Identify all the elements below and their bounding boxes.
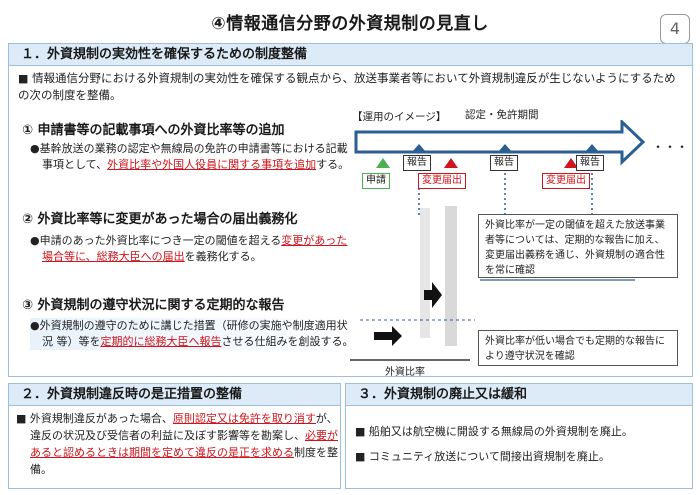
report-tick-1 <box>412 144 426 152</box>
section2-text-red2: 必要があると認めるときは期間を定めて違反の是正を求める <box>30 429 338 459</box>
section3-box: ３．外資規制の廃止又は緩和 <box>345 383 693 489</box>
item3-text: ●外資規制の遵守のために講じた措置（研修の実施や制度適用状況 等）等を定期的に総… <box>30 318 357 350</box>
square-bullet-icon: ■ <box>355 450 366 463</box>
section2-box: ２．外資規制違反時の是正措置の整備 <box>8 383 341 489</box>
note-box-1: 外資比率が一定の閾値を超えた放送事業者等については、定期的な報告に加え、変更届出… <box>478 214 678 278</box>
item2-text-red: 変更があった場合等に、総務大臣への届出 <box>42 234 348 263</box>
item3-text-red: 定期的に総務大臣へ報告 <box>100 335 222 348</box>
section2-text-red1: 原則認定又は免許を取り消す <box>172 412 316 425</box>
section1-intro-text: 情報通信分野における外資規制の実効性を確保する観点から、放送事業者等において外資… <box>18 71 676 102</box>
section3-item-2: ■ コミュニティ放送について間接出資規制を廃止。 <box>355 449 685 465</box>
item2-text-b: を義務化する。 <box>184 250 262 263</box>
item3-heading: ③ 外資規制の遵守状況に関する定期的な報告 <box>22 298 285 313</box>
square-bullet-icon: ■ <box>16 412 27 425</box>
dot-bullet-icon: ● <box>30 142 40 155</box>
section3-item-2-text: コミュニティ放送について間接出資規制を廃止。 <box>368 450 610 463</box>
section3-heading: ３．外資規制の廃止又は緩和 <box>346 384 692 406</box>
item2-heading: ② 外資比率等に変更があった場合の届出義務化 <box>22 212 298 227</box>
note-box-2: 外資比率が低い場合でも定期的な報告により遵守状況を確認 <box>478 330 678 366</box>
report-label-1: 報告 <box>403 155 431 171</box>
ratio-bar-1 <box>420 208 430 338</box>
item1-text: ●基幹放送の業務の認定や無線局の免許の申請書等における記載事項として、外資比率や… <box>30 141 357 173</box>
page-number: 4 <box>660 14 690 44</box>
section2-heading: ２．外資規制違反時の是正措置の整備 <box>9 384 340 406</box>
dot-bullet-icon: ● <box>30 234 40 247</box>
square-bullet-icon: ■ <box>18 72 29 85</box>
section2-text-a: 外資規制違反があった場合、 <box>29 412 173 425</box>
change-report-label-1: 変更届出 <box>418 173 466 189</box>
section2-text: ■ 外資規制違反があった場合、原則認定又は免許を取り消すが、違反の状況及び受信者… <box>16 410 346 478</box>
item1-text-red: 外資比率や外国人役員に関する事項を追加 <box>107 158 317 171</box>
item3-text-a: 外資規制の遵守のために講じた措置（研修の実施や制度適用状況 等）等を <box>39 319 348 348</box>
dot-bullet-icon: ● <box>30 319 40 332</box>
ratio-bar-2 <box>445 206 457 346</box>
report-tick-3 <box>585 144 599 152</box>
diagram-period-label: 認定・免許期間 <box>465 109 539 121</box>
diagram-ellipsis: ・・・ <box>652 140 689 154</box>
period-arrow <box>354 120 646 166</box>
section1-intro: ■ 情報通信分野における外資規制の実効性を確保する観点から、放送事業者等において… <box>18 70 683 104</box>
report-label-3: 報告 <box>576 155 604 171</box>
item3-text-b: させる仕組みを創設する。 <box>221 335 354 348</box>
diagram-image-label: 【運用のイメージ】 <box>352 111 447 123</box>
green-triangle-icon <box>376 158 390 168</box>
item2-text-a: 申請のあった外資比率につき一定の閾値を超える <box>39 234 282 247</box>
item1-text-a: 基幹放送の業務の認定や無線局の免許の申請書等における記載事項として、 <box>39 142 348 171</box>
ratio-label: 外資比率 <box>385 367 425 378</box>
ratio-arrow-upper <box>424 282 442 308</box>
ratio-arrow-lower <box>374 326 402 346</box>
red-triangle-icon-1 <box>444 158 458 168</box>
page-title: ④情報通信分野の外資規制の見直し <box>211 14 489 34</box>
item2-text: ●申請のあった外資比率につき一定の閾値を超える変更があった場合等に、総務大臣への… <box>30 233 357 265</box>
report-tick-2 <box>498 144 512 152</box>
section2-text-b: が、違反の状況及び受信者の利益に及ぼす影響等を勘案し、 <box>30 412 338 442</box>
square-bullet-icon: ■ <box>355 425 366 438</box>
diagram-svg <box>350 120 646 361</box>
section1-heading: １．外資規制の実効性を確保するための制度整備 <box>9 44 692 66</box>
section2-text-c: 制度を整備。 <box>30 446 338 476</box>
application-label: 申請 <box>362 173 390 189</box>
item1-text-b: する。 <box>316 158 350 171</box>
item1-heading: ① 申請書等の記載事項への外資比率等の追加 <box>22 123 285 138</box>
red-triangle-icon-2 <box>564 158 578 168</box>
report-label-2: 報告 <box>490 155 518 171</box>
change-report-label-2: 変更届出 <box>542 173 590 189</box>
section3-item-1-text: 船舶又は航空機に開設する無線局の外資規制を廃止。 <box>368 425 633 438</box>
section3-item-1: ■ 船舶又は航空機に開設する無線局の外資規制を廃止。 <box>355 424 685 440</box>
